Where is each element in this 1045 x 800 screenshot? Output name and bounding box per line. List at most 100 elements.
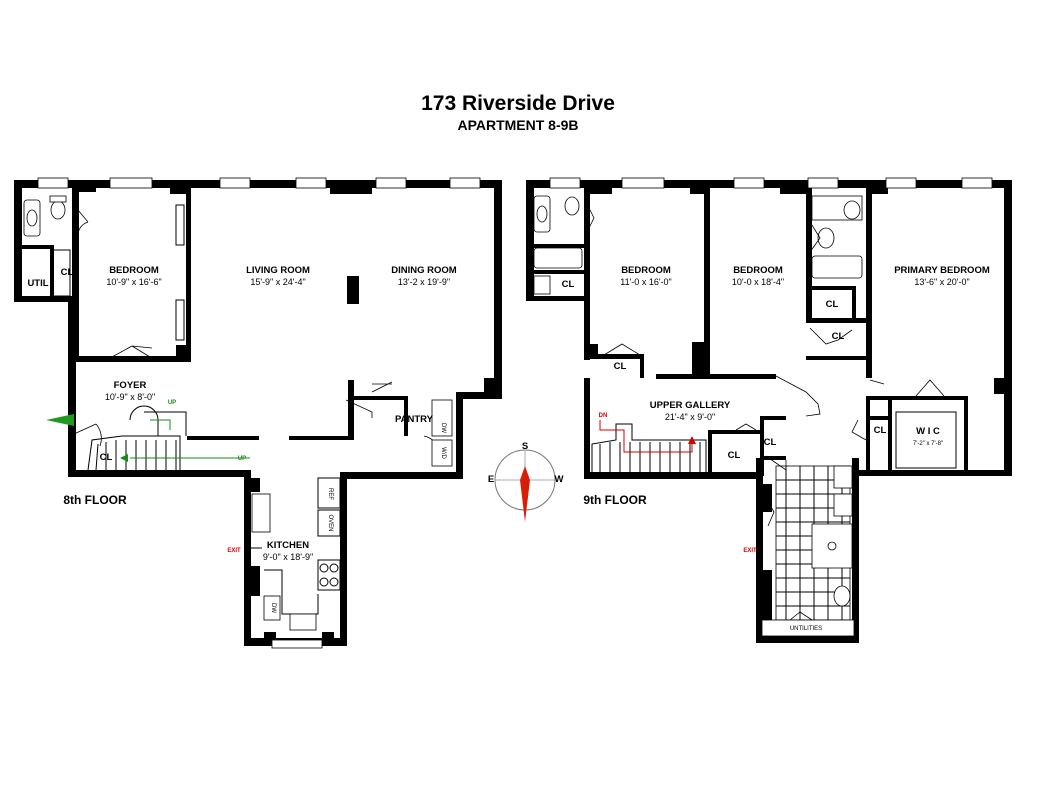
appliance-label: OVEN xyxy=(327,514,333,531)
staircase-8 xyxy=(87,405,250,471)
window xyxy=(733,177,765,189)
wall xyxy=(456,392,463,478)
wall xyxy=(584,378,590,478)
wall xyxy=(526,180,534,298)
room-dimensions: 7'-2" x 7'-8" xyxy=(913,441,943,447)
closet-label: CL xyxy=(614,361,627,372)
wall xyxy=(584,180,612,194)
wall xyxy=(68,296,76,476)
exit-label: EXIT xyxy=(743,548,757,554)
wall xyxy=(348,396,408,400)
wall xyxy=(586,344,598,358)
wall xyxy=(584,472,760,479)
room-label: DINING ROOM xyxy=(391,265,457,276)
closet-label: CL xyxy=(764,437,777,448)
floor-label: 8th FLOOR xyxy=(63,493,127,507)
toilet xyxy=(564,196,580,216)
wall xyxy=(806,318,868,323)
closet-label: CL xyxy=(61,267,74,278)
window xyxy=(449,177,481,189)
closet-label: CL xyxy=(562,279,575,290)
window xyxy=(885,177,917,189)
wall xyxy=(72,180,96,192)
wall xyxy=(760,416,786,420)
wall xyxy=(994,378,1010,394)
washer-dryer xyxy=(431,439,453,467)
floor-8-plan xyxy=(14,177,502,649)
wall xyxy=(640,354,644,378)
appliance-label: DW xyxy=(440,423,446,433)
closet-label: CL xyxy=(100,452,113,463)
wall xyxy=(340,472,347,646)
wall xyxy=(22,245,52,249)
stair-up-label: UP xyxy=(238,456,246,462)
wall xyxy=(528,270,586,274)
appliance-label: DW xyxy=(270,603,276,613)
door-swing xyxy=(809,221,821,253)
room-label: LIVING ROOM xyxy=(246,265,310,276)
room-label: FOYER xyxy=(114,380,147,391)
window xyxy=(375,177,407,189)
wall xyxy=(806,356,870,360)
wall xyxy=(244,470,251,646)
wall xyxy=(404,396,408,436)
wall xyxy=(708,430,712,476)
wall xyxy=(72,356,190,362)
wall xyxy=(14,180,22,298)
wall xyxy=(852,470,1012,476)
wall xyxy=(866,188,872,378)
room-dimensions: 15'-9" x 24'-4" xyxy=(250,277,305,287)
kitchen-sink xyxy=(289,613,317,631)
wall xyxy=(868,416,890,420)
wall xyxy=(248,566,260,596)
wall xyxy=(692,342,706,374)
compass-needle xyxy=(520,466,530,522)
wall xyxy=(484,378,500,394)
sink xyxy=(817,227,835,249)
room-label: PANTRY xyxy=(395,414,434,425)
room-dimensions: 10'-9" x 8'-0" xyxy=(105,392,155,402)
room-label: UNTILITIES xyxy=(790,626,822,632)
cooktop xyxy=(317,559,341,591)
closet-label: CL xyxy=(874,425,887,436)
wall xyxy=(187,436,259,440)
wall xyxy=(866,396,870,474)
shower xyxy=(811,523,853,569)
wall xyxy=(348,380,354,440)
closet-rod xyxy=(175,204,185,246)
window xyxy=(37,177,69,189)
wall xyxy=(526,296,588,301)
door-swing xyxy=(603,343,641,356)
wall xyxy=(760,570,772,620)
window xyxy=(295,177,327,189)
compass: S E W xyxy=(488,441,564,522)
window xyxy=(807,177,839,189)
appliance-label: REF xyxy=(327,488,333,500)
door-swing xyxy=(851,419,867,441)
door-swing xyxy=(77,209,89,237)
door-swing xyxy=(789,611,813,621)
sink xyxy=(833,465,853,489)
door-swing xyxy=(763,493,775,527)
wall xyxy=(760,456,786,460)
sink xyxy=(833,493,853,517)
sink xyxy=(536,205,548,223)
bathtub xyxy=(533,247,583,269)
wall xyxy=(710,430,762,434)
wall xyxy=(756,636,858,643)
closet-label: CL xyxy=(728,450,741,461)
toilet-tank xyxy=(49,195,67,203)
bathtub xyxy=(811,255,863,279)
kitchen-counter xyxy=(251,493,271,533)
stair-up-label: UP xyxy=(168,400,176,406)
room-label: UTIL xyxy=(27,278,48,289)
wall xyxy=(780,180,810,194)
exit-label: EXIT xyxy=(227,548,241,554)
wall xyxy=(170,180,186,194)
door-swing xyxy=(775,375,821,417)
room-label: PRIMARY BEDROOM xyxy=(894,265,990,276)
wall xyxy=(72,188,79,358)
door-swing xyxy=(869,379,945,397)
wall xyxy=(756,458,763,642)
